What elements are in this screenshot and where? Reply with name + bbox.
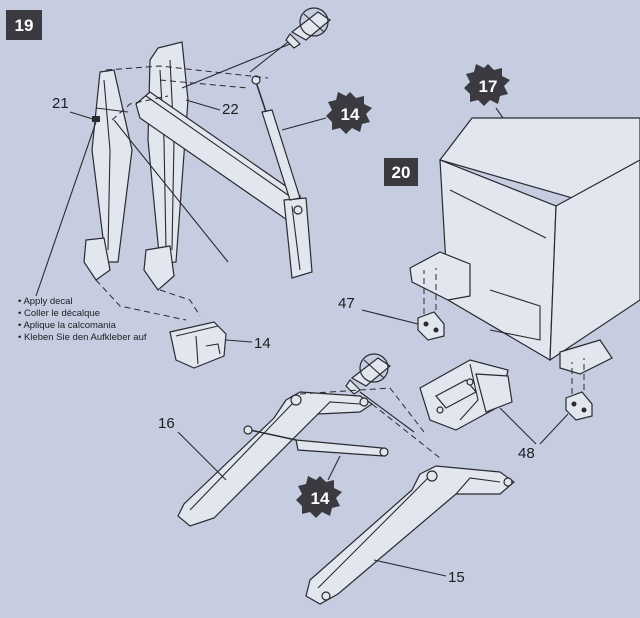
bracket-47 [417, 311, 445, 341]
reference-badge-14-top: 14 [326, 92, 372, 134]
arm-16 [177, 391, 374, 527]
reference-badge-17: 17 [464, 64, 510, 106]
label-part-16: 16 [158, 415, 175, 432]
reference-17-text: 17 [479, 77, 498, 96]
decal-note: • Apply decal • Coller le décalque • Apl… [18, 296, 147, 343]
decal-note-line-2: • Coller le décalque [18, 308, 100, 319]
decal-note-line-1: • Apply decal [18, 296, 73, 307]
hinge-bracket [419, 359, 513, 431]
bucket [169, 321, 227, 369]
label-part-21: 21 [52, 95, 69, 112]
arm-21 [83, 69, 133, 281]
bracket-48 [565, 391, 593, 421]
glue-tube-icon [285, 7, 332, 49]
step-20-box: 20 [384, 158, 418, 186]
glue-tube-icon-bottom [345, 353, 392, 395]
step-19-box: 19 [6, 10, 42, 40]
decal-note-line-4: • Kleben Sie den Aufkleber auf [18, 332, 147, 343]
label-part-14-bucket: 14 [254, 335, 271, 352]
hydraulic-cylinder-bottom [243, 425, 389, 457]
decal-note-line-3: • Aplique la calcomania [18, 320, 117, 331]
arm-15 [305, 465, 515, 605]
label-part-47: 47 [338, 295, 355, 312]
chassis [409, 117, 640, 375]
reference-14-bottom-text: 14 [311, 489, 330, 508]
label-part-15: 15 [448, 569, 465, 586]
reference-badge-14-bottom: 14 [296, 476, 342, 518]
boom [135, 91, 313, 279]
step-19-number: 19 [15, 16, 34, 35]
step-20-number: 20 [392, 163, 411, 182]
label-part-22: 22 [222, 101, 239, 118]
reference-14-top-text: 14 [341, 105, 360, 124]
label-part-48: 48 [518, 445, 535, 462]
hydraulic-cylinder-top [251, 75, 301, 201]
